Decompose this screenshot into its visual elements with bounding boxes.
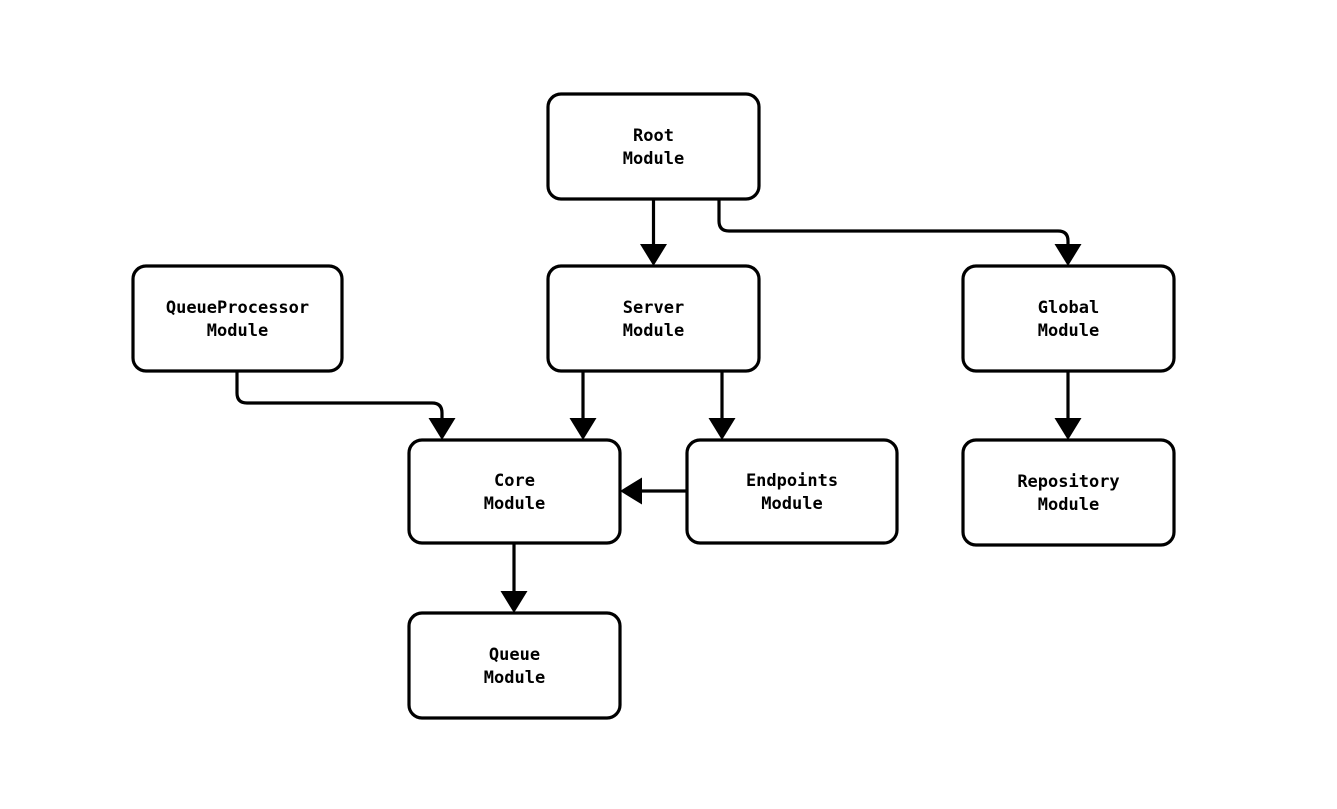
node-queueprocessor-box[interactable] [131, 264, 344, 373]
node-queueprocessor[interactable]: QueueProcessor Module [131, 264, 344, 373]
node-global[interactable]: Global Module [961, 264, 1176, 373]
edge-server-core [569, 371, 597, 440]
node-repository-box[interactable] [961, 438, 1176, 547]
edge-global-repository-arrowhead [1054, 418, 1082, 440]
node-endpoints-box[interactable] [685, 438, 899, 545]
edge-core-queue-arrowhead [500, 591, 528, 613]
edge-queueprocessor-core-line [235, 371, 444, 429]
node-global-label-line2: Module [1038, 321, 1099, 341]
edges-layer [235, 199, 1082, 613]
node-queue-box[interactable] [407, 611, 622, 720]
node-queueprocessor-label-line1: QueueProcessor [166, 298, 309, 318]
edge-root-server [640, 199, 667, 266]
node-server-box[interactable] [546, 264, 761, 373]
edge-root-global-arrowhead [1054, 244, 1082, 266]
edge-endpoints-core [620, 477, 687, 505]
node-root-label-line2: Module [623, 149, 684, 169]
edge-root-global-line [717, 199, 1070, 255]
edge-root-server-arrowhead [640, 244, 667, 266]
node-core-label-line2: Module [484, 494, 545, 514]
edge-queueprocessor-core-arrowhead [428, 418, 456, 440]
node-server[interactable]: Server Module [546, 264, 761, 373]
node-root[interactable]: Root Module [546, 92, 761, 201]
node-endpoints-label-line2: Module [761, 494, 822, 514]
node-repository-label-line1: Repository [1017, 472, 1119, 492]
node-endpoints[interactable]: Endpoints Module [685, 438, 899, 545]
node-server-label-line1: Server [623, 298, 684, 318]
node-queue[interactable]: Queue Module [407, 611, 622, 720]
node-endpoints-label-line1: Endpoints [746, 471, 838, 491]
node-root-box[interactable] [546, 92, 761, 201]
node-global-label-line1: Global [1038, 298, 1099, 318]
node-core[interactable]: Core Module [407, 438, 622, 545]
edge-server-endpoints [708, 371, 736, 440]
node-core-box[interactable] [407, 438, 622, 545]
edge-queueprocessor-core [235, 371, 456, 440]
edge-server-endpoints-arrowhead [708, 418, 736, 440]
edge-server-core-arrowhead [569, 418, 597, 440]
nodes-layer: Root Module QueueProcessor Module Server… [131, 92, 1176, 720]
edge-endpoints-core-arrowhead [620, 477, 642, 505]
edge-core-queue [500, 543, 528, 613]
node-queue-label-line1: Queue [489, 645, 540, 665]
edge-global-repository [1054, 371, 1082, 440]
node-global-box[interactable] [961, 264, 1176, 373]
edge-root-global [717, 199, 1082, 266]
node-root-label-line1: Root [633, 126, 674, 146]
node-repository[interactable]: Repository Module [961, 438, 1176, 547]
node-queueprocessor-label-line2: Module [207, 321, 268, 341]
node-queue-label-line2: Module [484, 668, 545, 688]
node-core-label-line1: Core [494, 471, 535, 491]
node-server-label-line2: Module [623, 321, 684, 341]
node-repository-label-line2: Module [1038, 495, 1099, 515]
